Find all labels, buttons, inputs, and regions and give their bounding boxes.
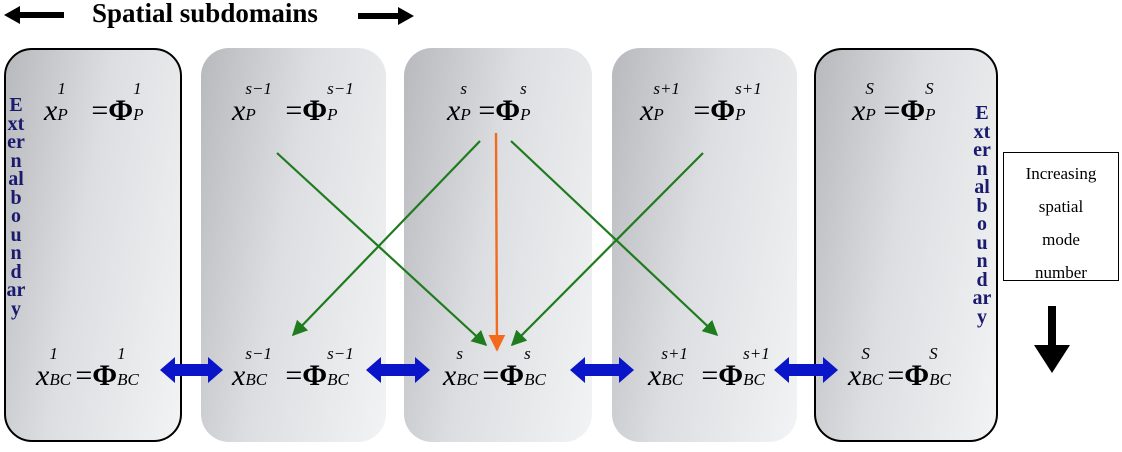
green-arrow-s-to-sminus1 xyxy=(291,140,481,337)
orange-arrow-s-down xyxy=(488,132,506,352)
blue-double-arrow-3 xyxy=(570,357,634,383)
left-arrow-icon xyxy=(4,6,64,24)
title-row: Spatial subdomains xyxy=(0,0,450,30)
mode-number-box: Increasing spatial mode number xyxy=(1003,152,1119,282)
subdomain-panel-s xyxy=(404,48,592,442)
subdomain-panel-s-plus-1 xyxy=(612,48,797,442)
blue-double-arrow-4 xyxy=(774,357,838,383)
blue-double-arrow-2 xyxy=(366,357,430,383)
blue-double-arrow-1 xyxy=(160,357,223,383)
right-arrow-icon xyxy=(358,7,414,25)
box-line-1: Increasing xyxy=(1025,164,1097,183)
blue-double-arrows xyxy=(160,357,838,383)
mode-number-text: Increasing spatial mode number xyxy=(1004,157,1118,289)
box-line-4: number xyxy=(1035,263,1087,282)
subdomain-panel-S xyxy=(814,48,998,442)
left-boundary-label: External boundary xyxy=(6,94,26,320)
right-boundary-label: External boundary xyxy=(972,102,992,328)
subdomain-panel-1 xyxy=(4,48,182,442)
green-arrow-splus1-to-s xyxy=(510,152,704,347)
down-arrow-icon xyxy=(1034,306,1070,373)
title-arrows xyxy=(4,6,414,25)
title-text: Spatial subdomains xyxy=(92,0,318,28)
box-line-2: spatial xyxy=(1038,197,1084,216)
subdomain-panel-s-minus-1 xyxy=(201,48,386,442)
box-line-3: mode xyxy=(1042,230,1080,249)
green-arrow-sminus1-to-s xyxy=(276,152,488,347)
green-arrow-s-to-splus1 xyxy=(510,140,719,337)
